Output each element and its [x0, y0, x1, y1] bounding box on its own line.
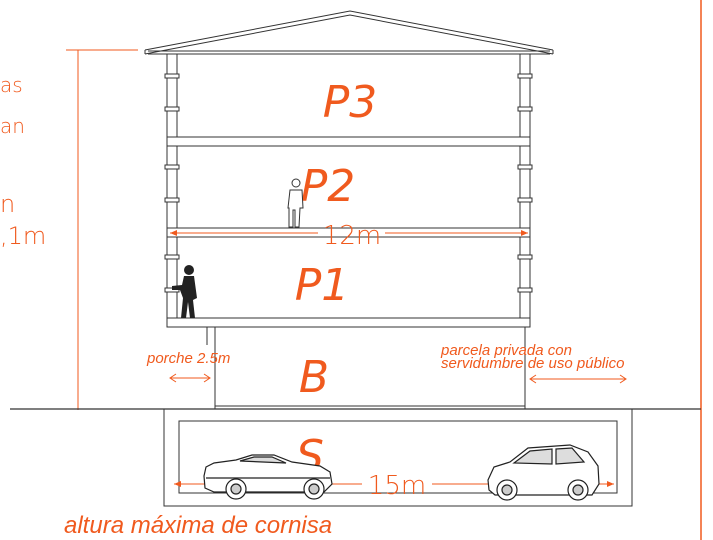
basement-structure [163, 408, 633, 507]
person-standing-icon [287, 178, 304, 228]
floor-label-p3: P3 [323, 77, 378, 128]
left-text-fragment-1: as [0, 73, 23, 97]
parcel-note-line1: parcela privada con [440, 342, 572, 359]
floor-label-p2: P2 [301, 161, 356, 212]
porch-arrow [169, 373, 211, 383]
porch-label: porche 2.5m [146, 350, 230, 367]
floor-label-p1: P1 [295, 260, 350, 311]
sedan-car-icon [203, 454, 333, 500]
left-text-fragment-4: ,1m [0, 222, 46, 250]
hatchback-car-icon [487, 444, 600, 501]
height-dimension [66, 49, 138, 410]
floor-label-b: B [299, 352, 329, 403]
building-structure [164, 54, 533, 409]
building-width-label: 12m [323, 221, 381, 251]
building-width-dimension [170, 230, 528, 236]
parcel-arrow [529, 374, 627, 384]
roof [144, 10, 554, 55]
caption: altura máxima de cornisa [64, 512, 332, 539]
person-leaning-icon [172, 265, 197, 318]
parcel-note-line2: servidumbre de uso público [441, 355, 624, 372]
left-text-fragment-2: an [0, 114, 25, 138]
basement-width-label: 15m [368, 471, 426, 501]
left-text-fragment-3: n [0, 190, 15, 218]
